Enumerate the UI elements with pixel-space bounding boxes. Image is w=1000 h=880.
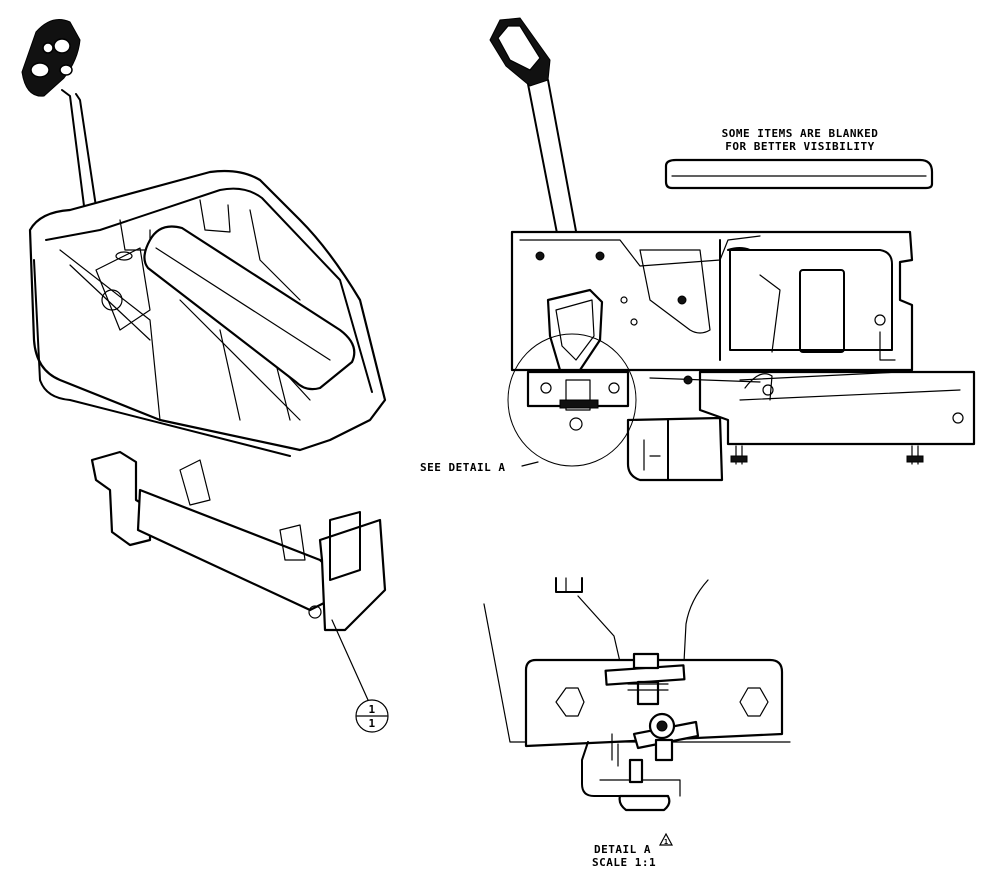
detail-title: DETAIL A [594,843,651,856]
item-balloon-number-bottom: 1 [368,717,375,730]
blanked-note-line2: FOR BETTER VISIBILITY [725,140,875,153]
base-frame [626,370,976,482]
revision-number: 1 [664,838,668,846]
isometric-assembly-view: 1 1 [21,19,389,733]
mounting-frame [90,450,387,632]
see-detail-label: SEE DETAIL A [420,461,505,474]
detail-a-leader [521,461,539,467]
detail-scale: SCALE 1:1 [592,856,656,869]
detail-a-circle [507,333,637,467]
console-housing [28,169,387,457]
lever-knob [21,19,81,97]
item-balloon-number-top: 1 [368,703,375,716]
linkage-bracket [526,288,630,431]
console-side-plate [510,230,914,372]
side-elevation-view: SOME ITEMS ARE BLANKED FOR BETTER VISIBI… [420,17,976,482]
side-lever [489,17,589,301]
blanked-note-line1: SOME ITEMS ARE BLANKED [722,127,879,140]
revision-triangle: 1 [658,832,674,846]
item-callout: 1 1 [331,619,389,733]
blanked-cover [664,158,934,190]
detail-a-view: DETAIL A SCALE 1:1 1 [483,577,791,869]
